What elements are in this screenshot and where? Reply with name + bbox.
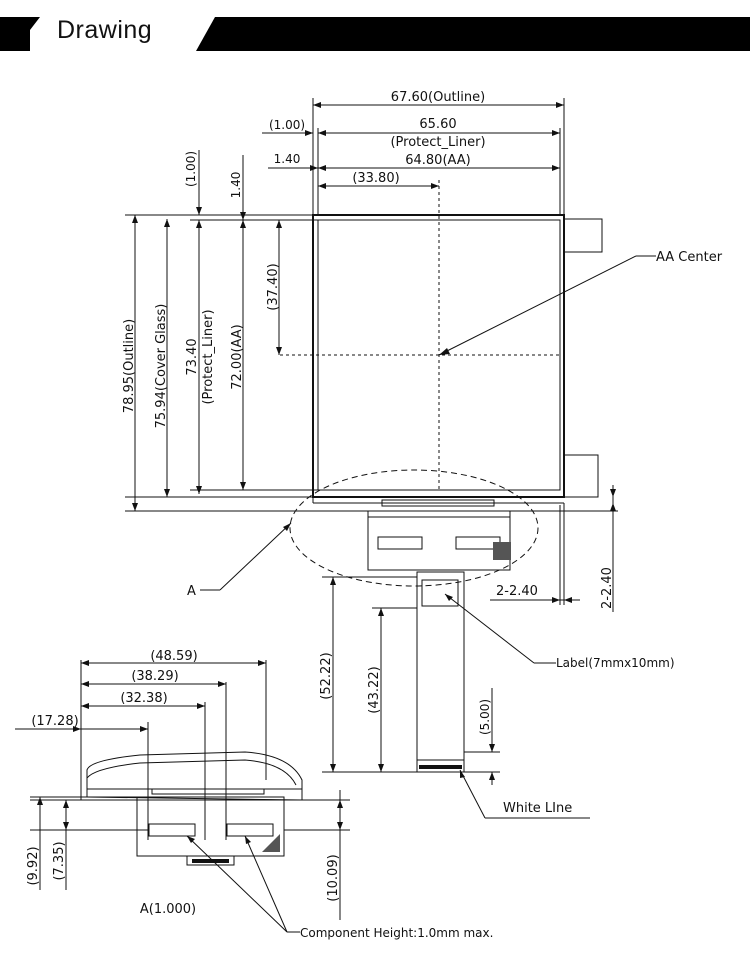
dim-1728: (17.28) xyxy=(31,714,78,729)
component-height-note: Component Height:1.0mm max. xyxy=(300,926,493,940)
dim-3238: (32.38) xyxy=(120,691,167,706)
label-note: Label(7mmx10mm) xyxy=(556,656,675,670)
right-bottom-dims xyxy=(490,485,616,612)
dim-protect-height-label: (Protect_Liner) xyxy=(201,309,216,404)
dim-half-aa: (33.80) xyxy=(352,171,399,186)
dim-992: (9.92) xyxy=(26,846,41,885)
dim-right-240: 2-2.40 xyxy=(600,567,615,609)
detail-a-ellipse xyxy=(289,469,539,587)
dim-left-140: 1.40 xyxy=(229,172,243,199)
page-title: Drawing xyxy=(57,16,153,44)
aa-center-lines xyxy=(280,180,560,490)
detail-a-view xyxy=(86,751,303,866)
left-dimensions xyxy=(125,150,618,512)
detail-a-top-dims xyxy=(15,660,267,840)
dim-offset-100: (1.00) xyxy=(269,118,305,132)
dim-left-100: (1.00) xyxy=(184,151,198,187)
dim-fpc-length2: (43.22) xyxy=(367,666,382,713)
dim-offset-140: 1.40 xyxy=(274,152,301,166)
fpc-tail xyxy=(416,571,465,773)
dim-protect-width-label: (Protect_Liner) xyxy=(390,135,485,150)
dim-4859: (48.59) xyxy=(150,649,197,664)
dim-735: (7.35) xyxy=(52,841,67,880)
component-height-leaders xyxy=(186,835,300,933)
header-banner-shape xyxy=(0,17,750,51)
top-dimensions xyxy=(262,98,565,215)
label-leader xyxy=(444,593,556,664)
dim-bottom-240: 2-2.40 xyxy=(496,584,538,599)
detail-scale-label: A(1.000) xyxy=(140,902,196,917)
fpc-length-dims xyxy=(322,576,500,785)
dim-protect-width: 65.60 xyxy=(419,117,456,132)
dim-outline-height: 78.95(Outline) xyxy=(122,319,137,413)
dim-1009: (10.09) xyxy=(326,854,341,901)
a-marker-label: A xyxy=(187,584,196,599)
dim-aa-width: 64.80(AA) xyxy=(405,153,471,168)
dim-half-height: (37.40) xyxy=(266,263,281,310)
dim-fpc-end: (5.00) xyxy=(478,699,492,735)
dim-3829: (38.29) xyxy=(131,669,178,684)
dim-aa-height: 72.00(AA) xyxy=(230,324,245,390)
dim-outline-width: 67.60(Outline) xyxy=(391,90,485,105)
aa-center-label: AA Center xyxy=(656,250,723,265)
aa-center-leader xyxy=(438,255,656,356)
a-marker-leader xyxy=(200,522,292,591)
white-line-label: White LIne xyxy=(503,801,572,816)
display-outline xyxy=(312,214,603,507)
fpc-connector xyxy=(367,510,511,571)
white-line-leader xyxy=(459,769,590,819)
dim-glass-height: 75.94(Cover Glass) xyxy=(154,304,169,429)
header-bar: Drawing xyxy=(0,0,750,60)
dim-protect-height: 73.40 xyxy=(185,338,200,375)
detail-a-side-dims xyxy=(30,790,350,920)
dim-fpc-length: (52.22) xyxy=(319,652,334,699)
